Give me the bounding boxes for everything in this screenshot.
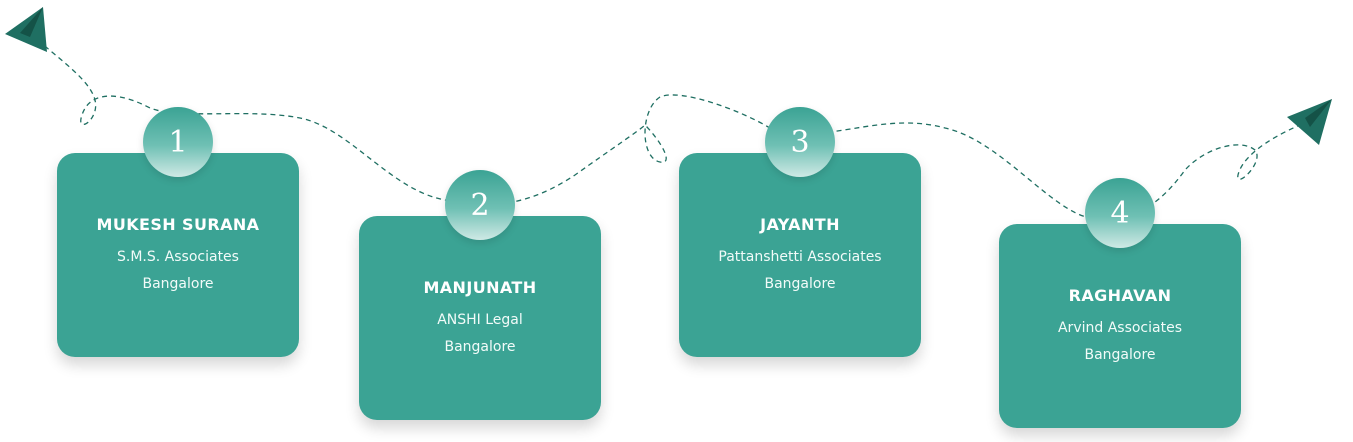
city-name: Bangalore <box>764 276 836 292</box>
step-number-badge-1: 1 <box>143 107 213 177</box>
step-card-1: MUKESH SURANA S.M.S. Associates Bangalor… <box>57 153 299 357</box>
step-card-4: RAGHAVAN Arvind Associates Bangalore <box>999 224 1241 428</box>
dashed-flight-path <box>37 39 1301 220</box>
step-number-badge-3: 3 <box>765 107 835 177</box>
person-name: MANJUNATH <box>423 278 537 297</box>
step-number-badge-2: 2 <box>445 170 515 240</box>
step-card-2: MANJUNATH ANSHI Legal Bangalore <box>359 216 601 420</box>
paper-plane-icon <box>5 7 47 52</box>
person-name: JAYANTH <box>760 215 840 234</box>
paper-plane-icon <box>1287 99 1332 145</box>
step-card-3: JAYANTH Pattanshetti Associates Bangalor… <box>679 153 921 357</box>
city-name: Bangalore <box>142 276 214 292</box>
firm-name: S.M.S. Associates <box>117 249 239 265</box>
city-name: Bangalore <box>444 339 516 355</box>
person-name: RAGHAVAN <box>1068 286 1172 305</box>
city-name: Bangalore <box>1084 347 1156 363</box>
firm-name: Arvind Associates <box>1057 320 1182 336</box>
firm-name: Pattanshetti Associates <box>718 249 882 265</box>
person-name: MUKESH SURANA <box>96 215 260 234</box>
firm-name: ANSHI Legal <box>437 312 523 328</box>
step-number-badge-4: 4 <box>1085 178 1155 248</box>
